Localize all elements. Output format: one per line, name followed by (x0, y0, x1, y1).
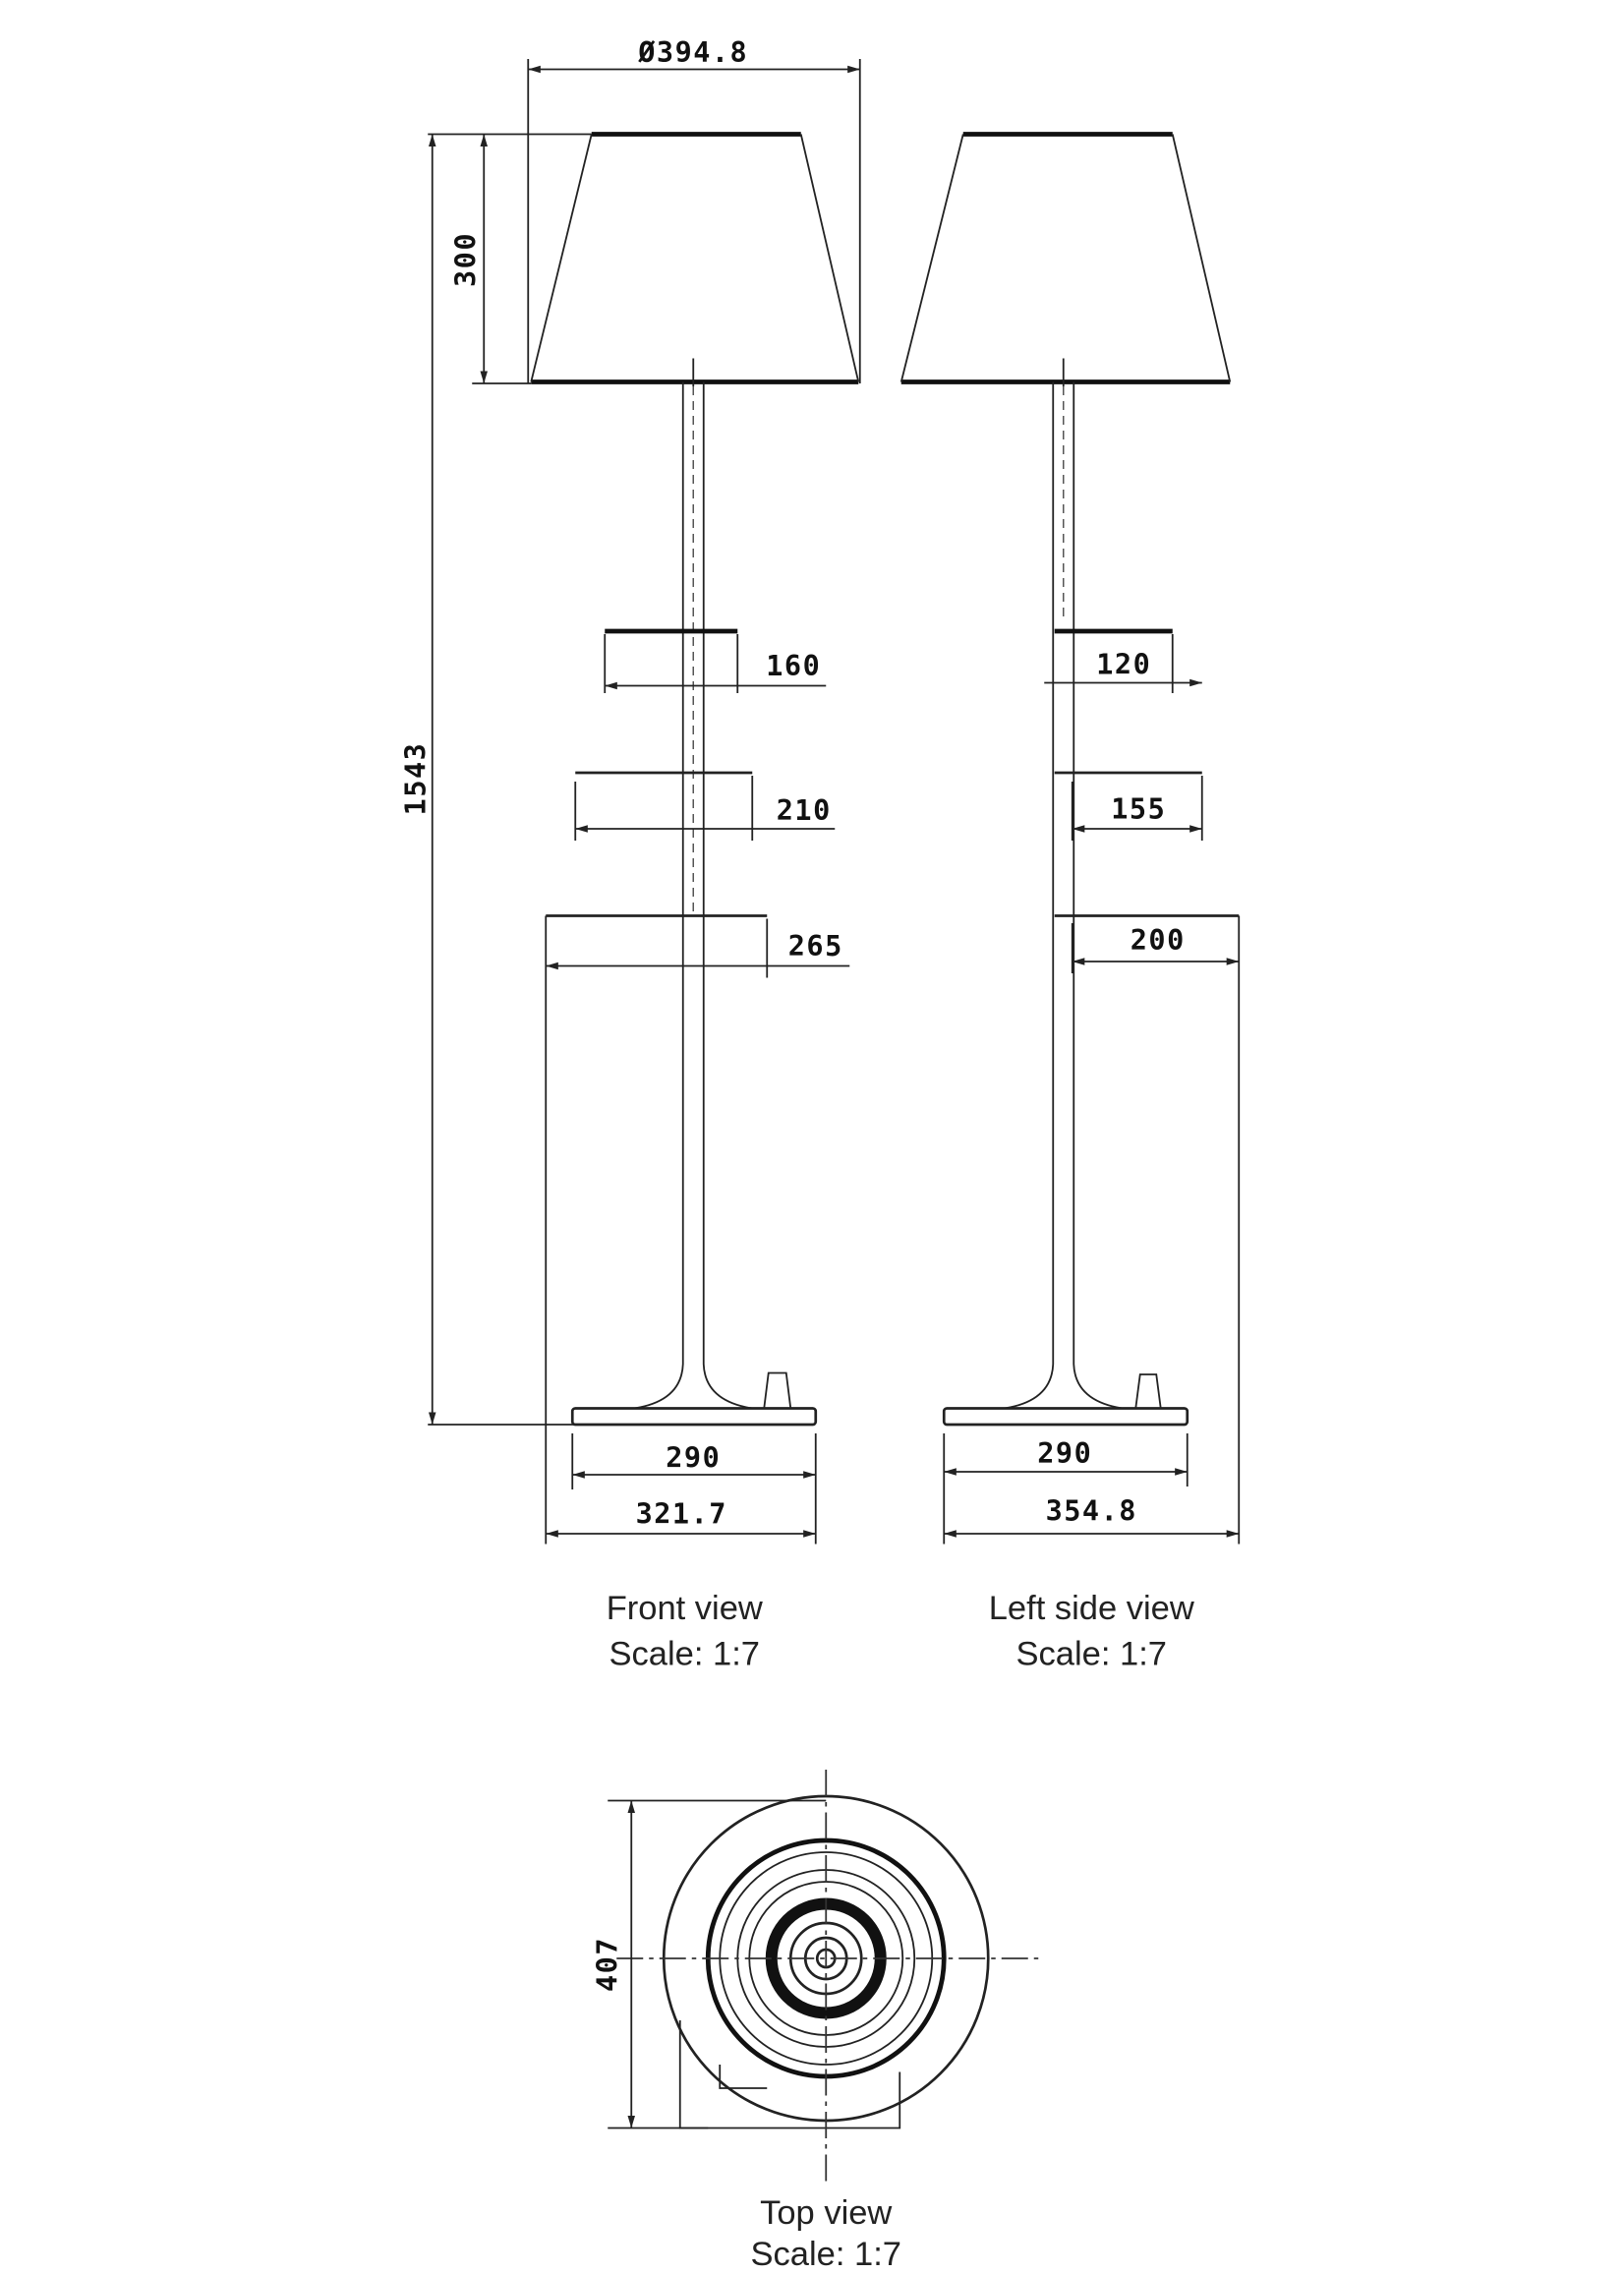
side-view-scale: Scale: 1:7 (1016, 1636, 1167, 1673)
dim-label-side-shelf-3: 200 (1131, 924, 1186, 957)
front-pole (634, 381, 753, 1410)
front-view-title: Front view (607, 1590, 763, 1627)
front-shelf-3: 265 (546, 914, 850, 978)
front-view: Ø394.8 300 1543 160 210 (399, 36, 861, 1673)
dim-shade-diameter: Ø394.8 (527, 36, 861, 383)
dim-top-diameter: 407 (591, 1799, 827, 2129)
dim-side-overall-depth: 354.8 (944, 1495, 1240, 1538)
side-lamp-shade (899, 132, 1232, 386)
dim-label-side-shelf-1: 120 (1096, 649, 1151, 681)
side-view-title: Left side view (989, 1590, 1194, 1627)
dim-label-shade-diameter: Ø394.8 (637, 36, 748, 69)
front-shelf-2: 210 (574, 771, 836, 841)
front-lamp-shade (530, 132, 860, 386)
dim-shade-height: 300 (428, 133, 592, 384)
side-shelf-3: 200 (1054, 914, 1240, 973)
top-view: 407 Top view Scale: 1:7 (591, 1770, 1040, 2273)
side-base (942, 1373, 1189, 1427)
dim-label-side-overall-depth: 354.8 (1046, 1495, 1137, 1528)
dim-total-height: 1543 (399, 134, 576, 1426)
dim-side-base-width: 290 (943, 1433, 1189, 1545)
front-base (570, 1371, 818, 1427)
side-shelf-2: 155 (1054, 771, 1203, 841)
side-view: 120 155 200 290 354.8 Left side view Sca… (899, 132, 1241, 1673)
front-view-scale: Scale: 1:7 (609, 1636, 760, 1673)
dim-label-front-shelf-1: 160 (766, 650, 821, 682)
front-shelf-1: 160 (604, 628, 827, 693)
dim-label-front-overall-width: 321.7 (636, 1498, 727, 1531)
top-view-title: Top view (760, 2194, 892, 2232)
dim-label-total-height: 1543 (399, 742, 432, 816)
side-shelf-1: 120 (1044, 628, 1202, 693)
dim-label-shade-height: 300 (449, 232, 482, 287)
dim-label-side-base-width: 290 (1037, 1437, 1092, 1470)
top-view-scale: Scale: 1:7 (751, 2236, 901, 2273)
dim-label-top-diameter: 407 (591, 1937, 623, 1992)
dim-label-front-shelf-2: 210 (777, 794, 832, 827)
dim-label-front-base-width: 290 (666, 1442, 721, 1475)
dim-label-front-shelf-3: 265 (788, 930, 843, 962)
dim-front-overall-width: 321.7 (546, 1498, 816, 1538)
side-pole (1004, 381, 1123, 1410)
dim-label-side-shelf-2: 155 (1111, 793, 1166, 826)
dim-front-base-width: 290 (571, 1433, 817, 1545)
